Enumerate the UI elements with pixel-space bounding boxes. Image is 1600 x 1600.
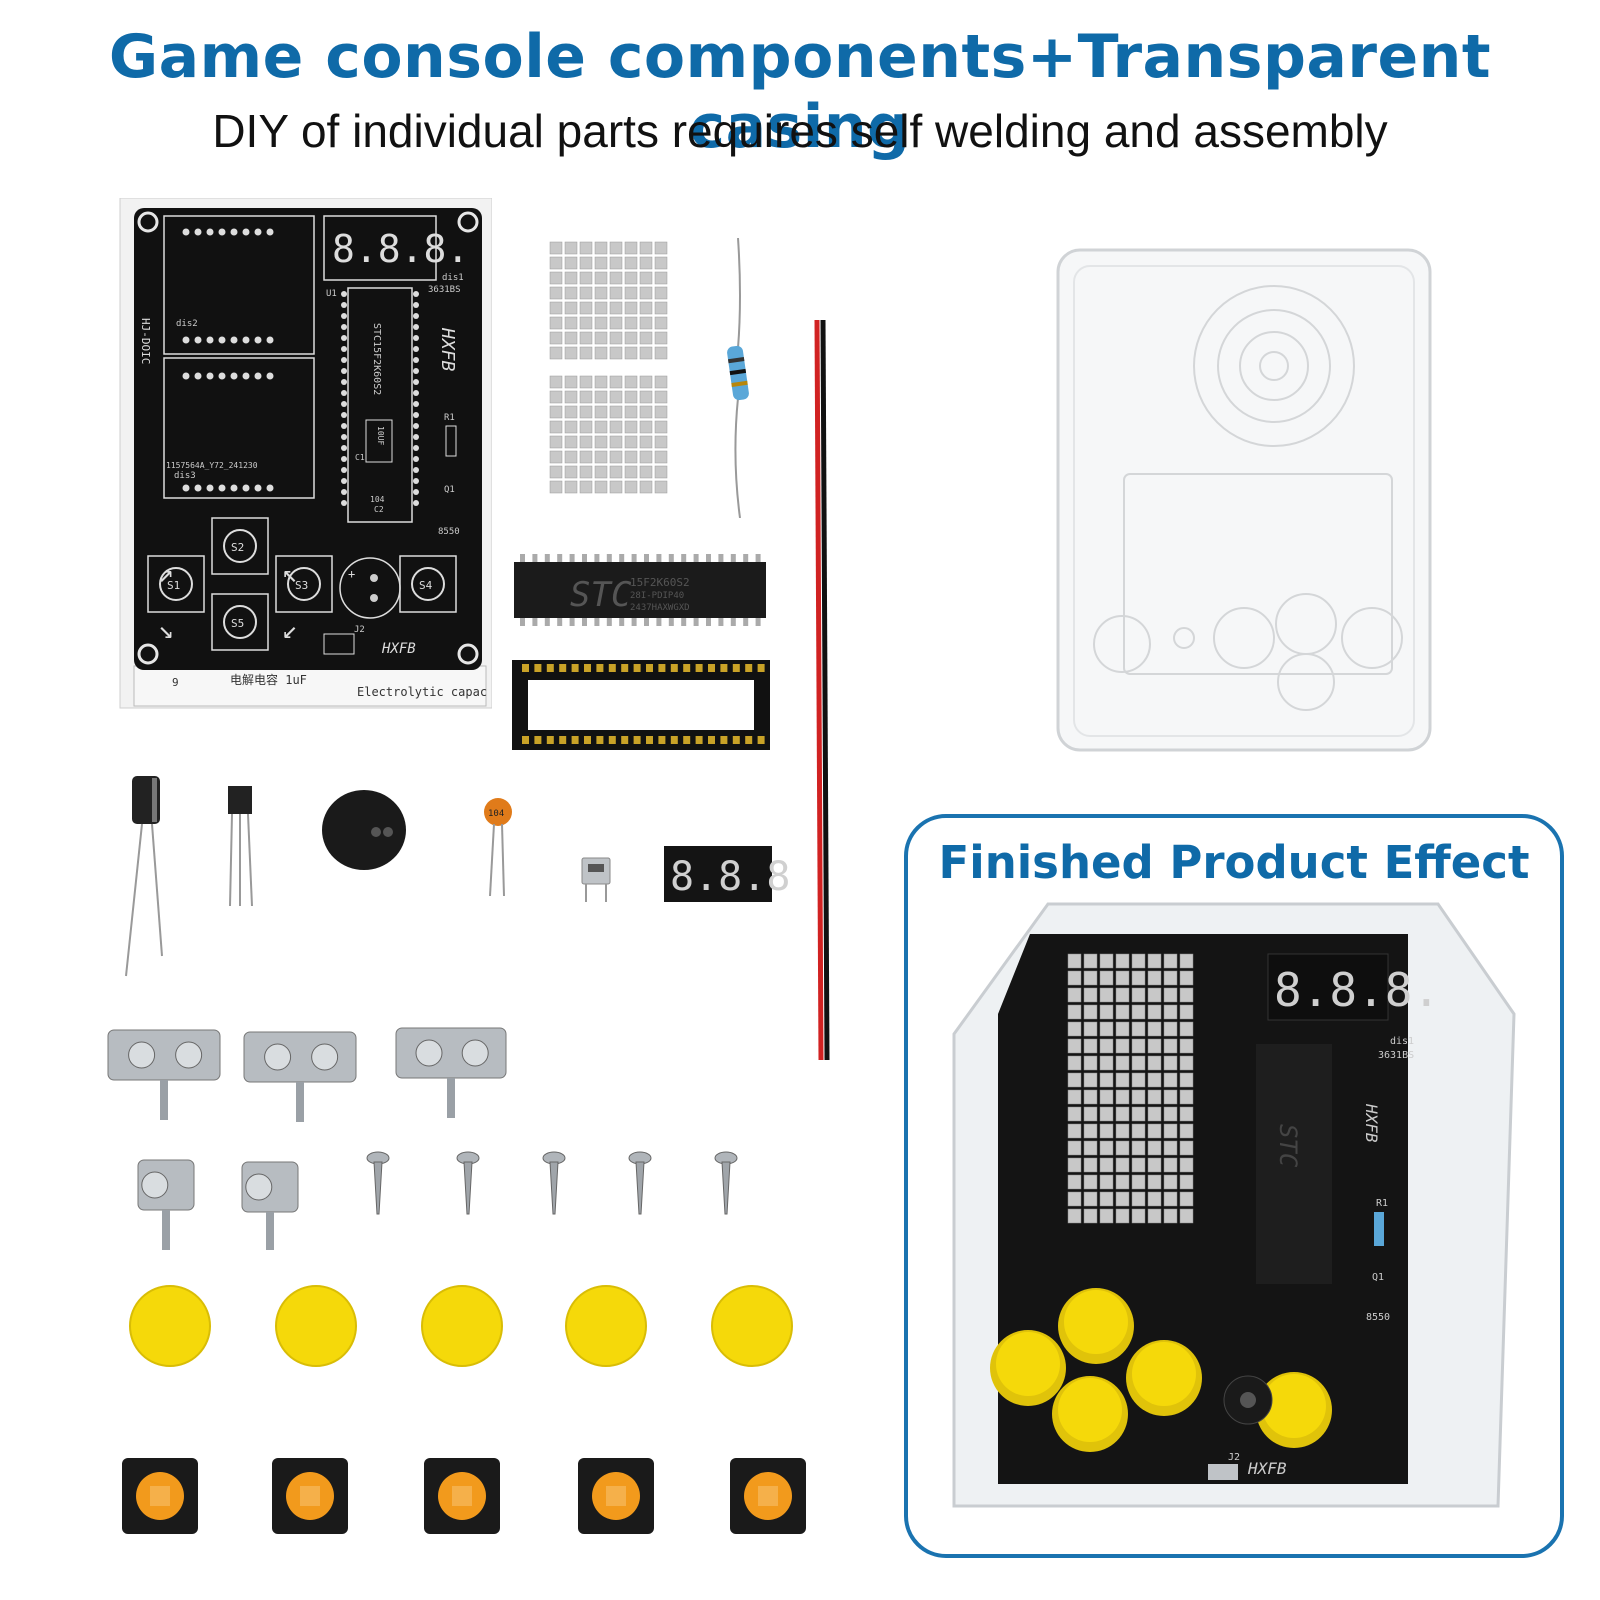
pcb-q1-part: 8550 bbox=[438, 527, 460, 537]
buzzer-plus-icon: + bbox=[348, 567, 355, 581]
resistor bbox=[727, 238, 749, 518]
pcb-button-label: S2 bbox=[231, 541, 244, 554]
page-subtitle: DIY of individual parts requires self we… bbox=[212, 105, 1388, 157]
led-matrix-bottom bbox=[549, 375, 668, 494]
product-led-matrix bbox=[1067, 953, 1194, 1224]
ceramic-capacitor: 104 bbox=[484, 798, 512, 897]
product-q1-part: 8550 bbox=[1366, 1312, 1390, 1323]
dip40-socket bbox=[512, 660, 770, 750]
battery-contacts bbox=[107, 1027, 507, 1250]
product-brand-bottom: HXFB bbox=[1247, 1459, 1287, 1478]
dis2-label: dis2 bbox=[176, 319, 198, 329]
electrolytic-capacitor bbox=[125, 776, 163, 977]
finished-product-panel: Finished Product Effect 8.8.8. dis1 3631… bbox=[904, 814, 1564, 1558]
product-dis1-label: dis1 bbox=[1390, 1036, 1414, 1047]
pcb-button-label: S3 bbox=[295, 579, 308, 592]
ceramic-cap-value: 104 bbox=[488, 809, 504, 819]
seven-segment-digits: 8.8.8. bbox=[670, 854, 798, 900]
pcb-chip-pads bbox=[341, 291, 419, 506]
pcb-chip-label: STC15F2K60S2 bbox=[371, 323, 382, 395]
matrix-code: 1157564A_Y72_241230 bbox=[166, 461, 258, 470]
seven-segment-display: 8.8.8. bbox=[664, 846, 798, 902]
chip-line1: 15F2K60S2 bbox=[630, 576, 690, 589]
pcb-board: 9 电解电容 1uF Electrolytic capac dis2 11575… bbox=[119, 198, 492, 709]
chip-logo: STC bbox=[570, 575, 632, 615]
pcb-c2-label: C2 bbox=[374, 505, 384, 514]
strip-right-text: Electrolytic capac bbox=[357, 685, 487, 699]
product-r1-label: R1 bbox=[1376, 1198, 1388, 1209]
arrow-icon: ↖ bbox=[282, 559, 298, 589]
product-q1-label: Q1 bbox=[1372, 1272, 1384, 1283]
product-display-model: 3631BS bbox=[1378, 1050, 1414, 1061]
arrow-icon: ↗ bbox=[158, 559, 174, 589]
stc-microcontroller-chip: STC 15F2K60S2 28I-PDIP40 2437HAXWGXD bbox=[514, 554, 766, 626]
led-matrix-top bbox=[549, 241, 668, 360]
pcb-button-label: S1 bbox=[167, 579, 180, 592]
small-components-row: 104 8.8.8. bbox=[125, 776, 798, 977]
pcb-brand-mark: HXFB bbox=[437, 327, 458, 372]
arrow-icon: ↙ bbox=[282, 615, 298, 645]
page-title: Game console components+Transparent casi… bbox=[108, 22, 1492, 162]
pcb-c1-label: C1 bbox=[355, 453, 365, 462]
pcb-7seg-text: 8.8.8. bbox=[332, 227, 469, 271]
pcb-u1-label: U1 bbox=[326, 289, 337, 299]
pcb-display-model: 3631BS bbox=[428, 285, 461, 295]
product-chip-logo: STC bbox=[1274, 1124, 1302, 1168]
pcb-dis1-label: dis1 bbox=[442, 273, 464, 283]
product-j2-label: J2 bbox=[1228, 1452, 1240, 1463]
transparent-case bbox=[1056, 248, 1432, 752]
pcb-button-label: S4 bbox=[419, 579, 433, 592]
chip-line3: 2437HAXWGXD bbox=[630, 603, 690, 613]
tact-switches-row bbox=[122, 1458, 806, 1534]
micro-usb-connector bbox=[581, 857, 611, 902]
strip-left-text: 9 bbox=[172, 676, 179, 689]
dis3-label: dis3 bbox=[174, 471, 196, 481]
screws bbox=[366, 1151, 738, 1215]
pcb-brand-bottom: HXFB bbox=[381, 641, 416, 657]
pcb-c2-value: 104 bbox=[370, 495, 385, 504]
strip-mid-text: 电解电容 1uF bbox=[230, 672, 307, 687]
product-brand-side: HXFB bbox=[1362, 1103, 1381, 1143]
button-caps-row bbox=[129, 1285, 793, 1367]
arrow-icon: ↘ bbox=[158, 615, 174, 645]
product-buttons bbox=[990, 1288, 1332, 1452]
finished-product-title: Finished Product Effect bbox=[938, 836, 1530, 889]
pcb-cap-value: 10UF bbox=[376, 426, 385, 445]
product-7seg: 8.8.8. bbox=[1274, 963, 1440, 1017]
chip-line2: 28I-PDIP40 bbox=[630, 591, 684, 601]
led-matrix-pair bbox=[549, 241, 668, 494]
pcb-j2-label: J2 bbox=[354, 625, 365, 635]
finished-console-photo: 8.8.8. dis1 3631BS STC HXFB R1 Q1 8550 J… bbox=[952, 902, 1516, 1508]
pcb-pads bbox=[182, 228, 274, 492]
pcb-button-label: S5 bbox=[231, 617, 244, 630]
red-black-wire bbox=[814, 319, 830, 1061]
board-id: HJ-DOIC bbox=[139, 318, 152, 364]
transistor bbox=[228, 786, 253, 907]
pcb-q1-label: Q1 bbox=[444, 485, 455, 495]
pcb-r1-label: R1 bbox=[444, 413, 455, 423]
buzzer bbox=[322, 790, 406, 870]
